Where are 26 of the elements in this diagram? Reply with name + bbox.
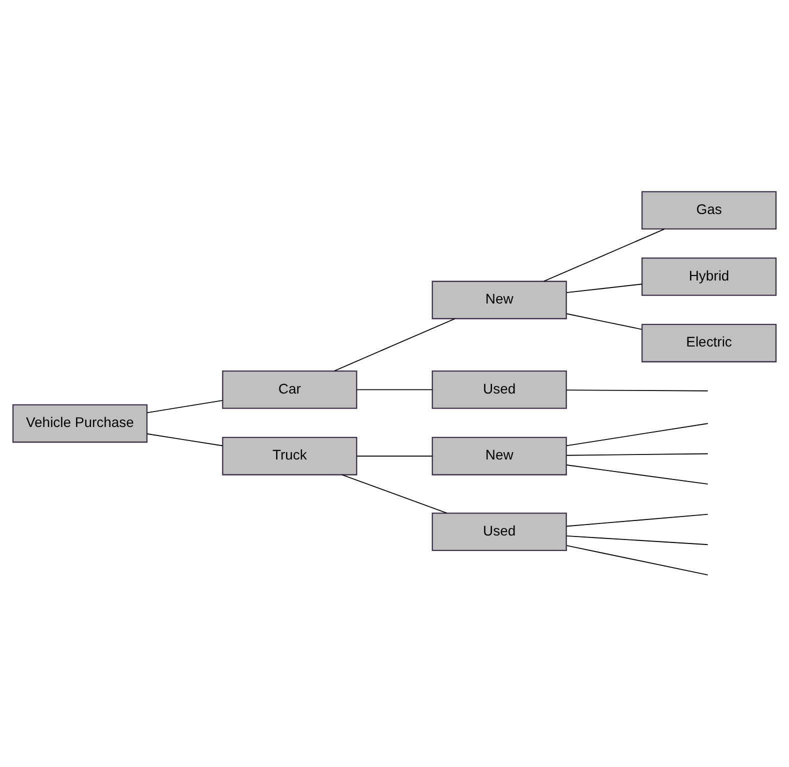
connector bbox=[544, 228, 665, 282]
connector bbox=[566, 390, 708, 392]
connector bbox=[356, 389, 433, 390]
node-box: Electric bbox=[641, 324, 777, 362]
connector bbox=[566, 545, 708, 576]
connector bbox=[566, 464, 708, 484]
connector bbox=[146, 433, 224, 446]
connector bbox=[566, 313, 642, 330]
node-box: Gas bbox=[641, 191, 777, 230]
node-box: Used bbox=[432, 370, 567, 409]
node-box: Car bbox=[222, 370, 358, 409]
node-box: Vehicle Purchase bbox=[12, 404, 148, 443]
connector bbox=[334, 318, 456, 372]
node-box: Used bbox=[432, 512, 567, 552]
node-box: Hybrid bbox=[641, 257, 777, 296]
connector bbox=[566, 535, 708, 546]
connector bbox=[566, 284, 642, 294]
node-box: New bbox=[432, 436, 567, 476]
connector bbox=[342, 474, 448, 514]
connector bbox=[566, 423, 708, 446]
connector bbox=[566, 514, 708, 527]
connector bbox=[566, 453, 708, 456]
node-box: Truck bbox=[222, 436, 358, 476]
node-box: New bbox=[432, 280, 567, 320]
connector bbox=[146, 400, 224, 414]
connector bbox=[356, 456, 433, 457]
